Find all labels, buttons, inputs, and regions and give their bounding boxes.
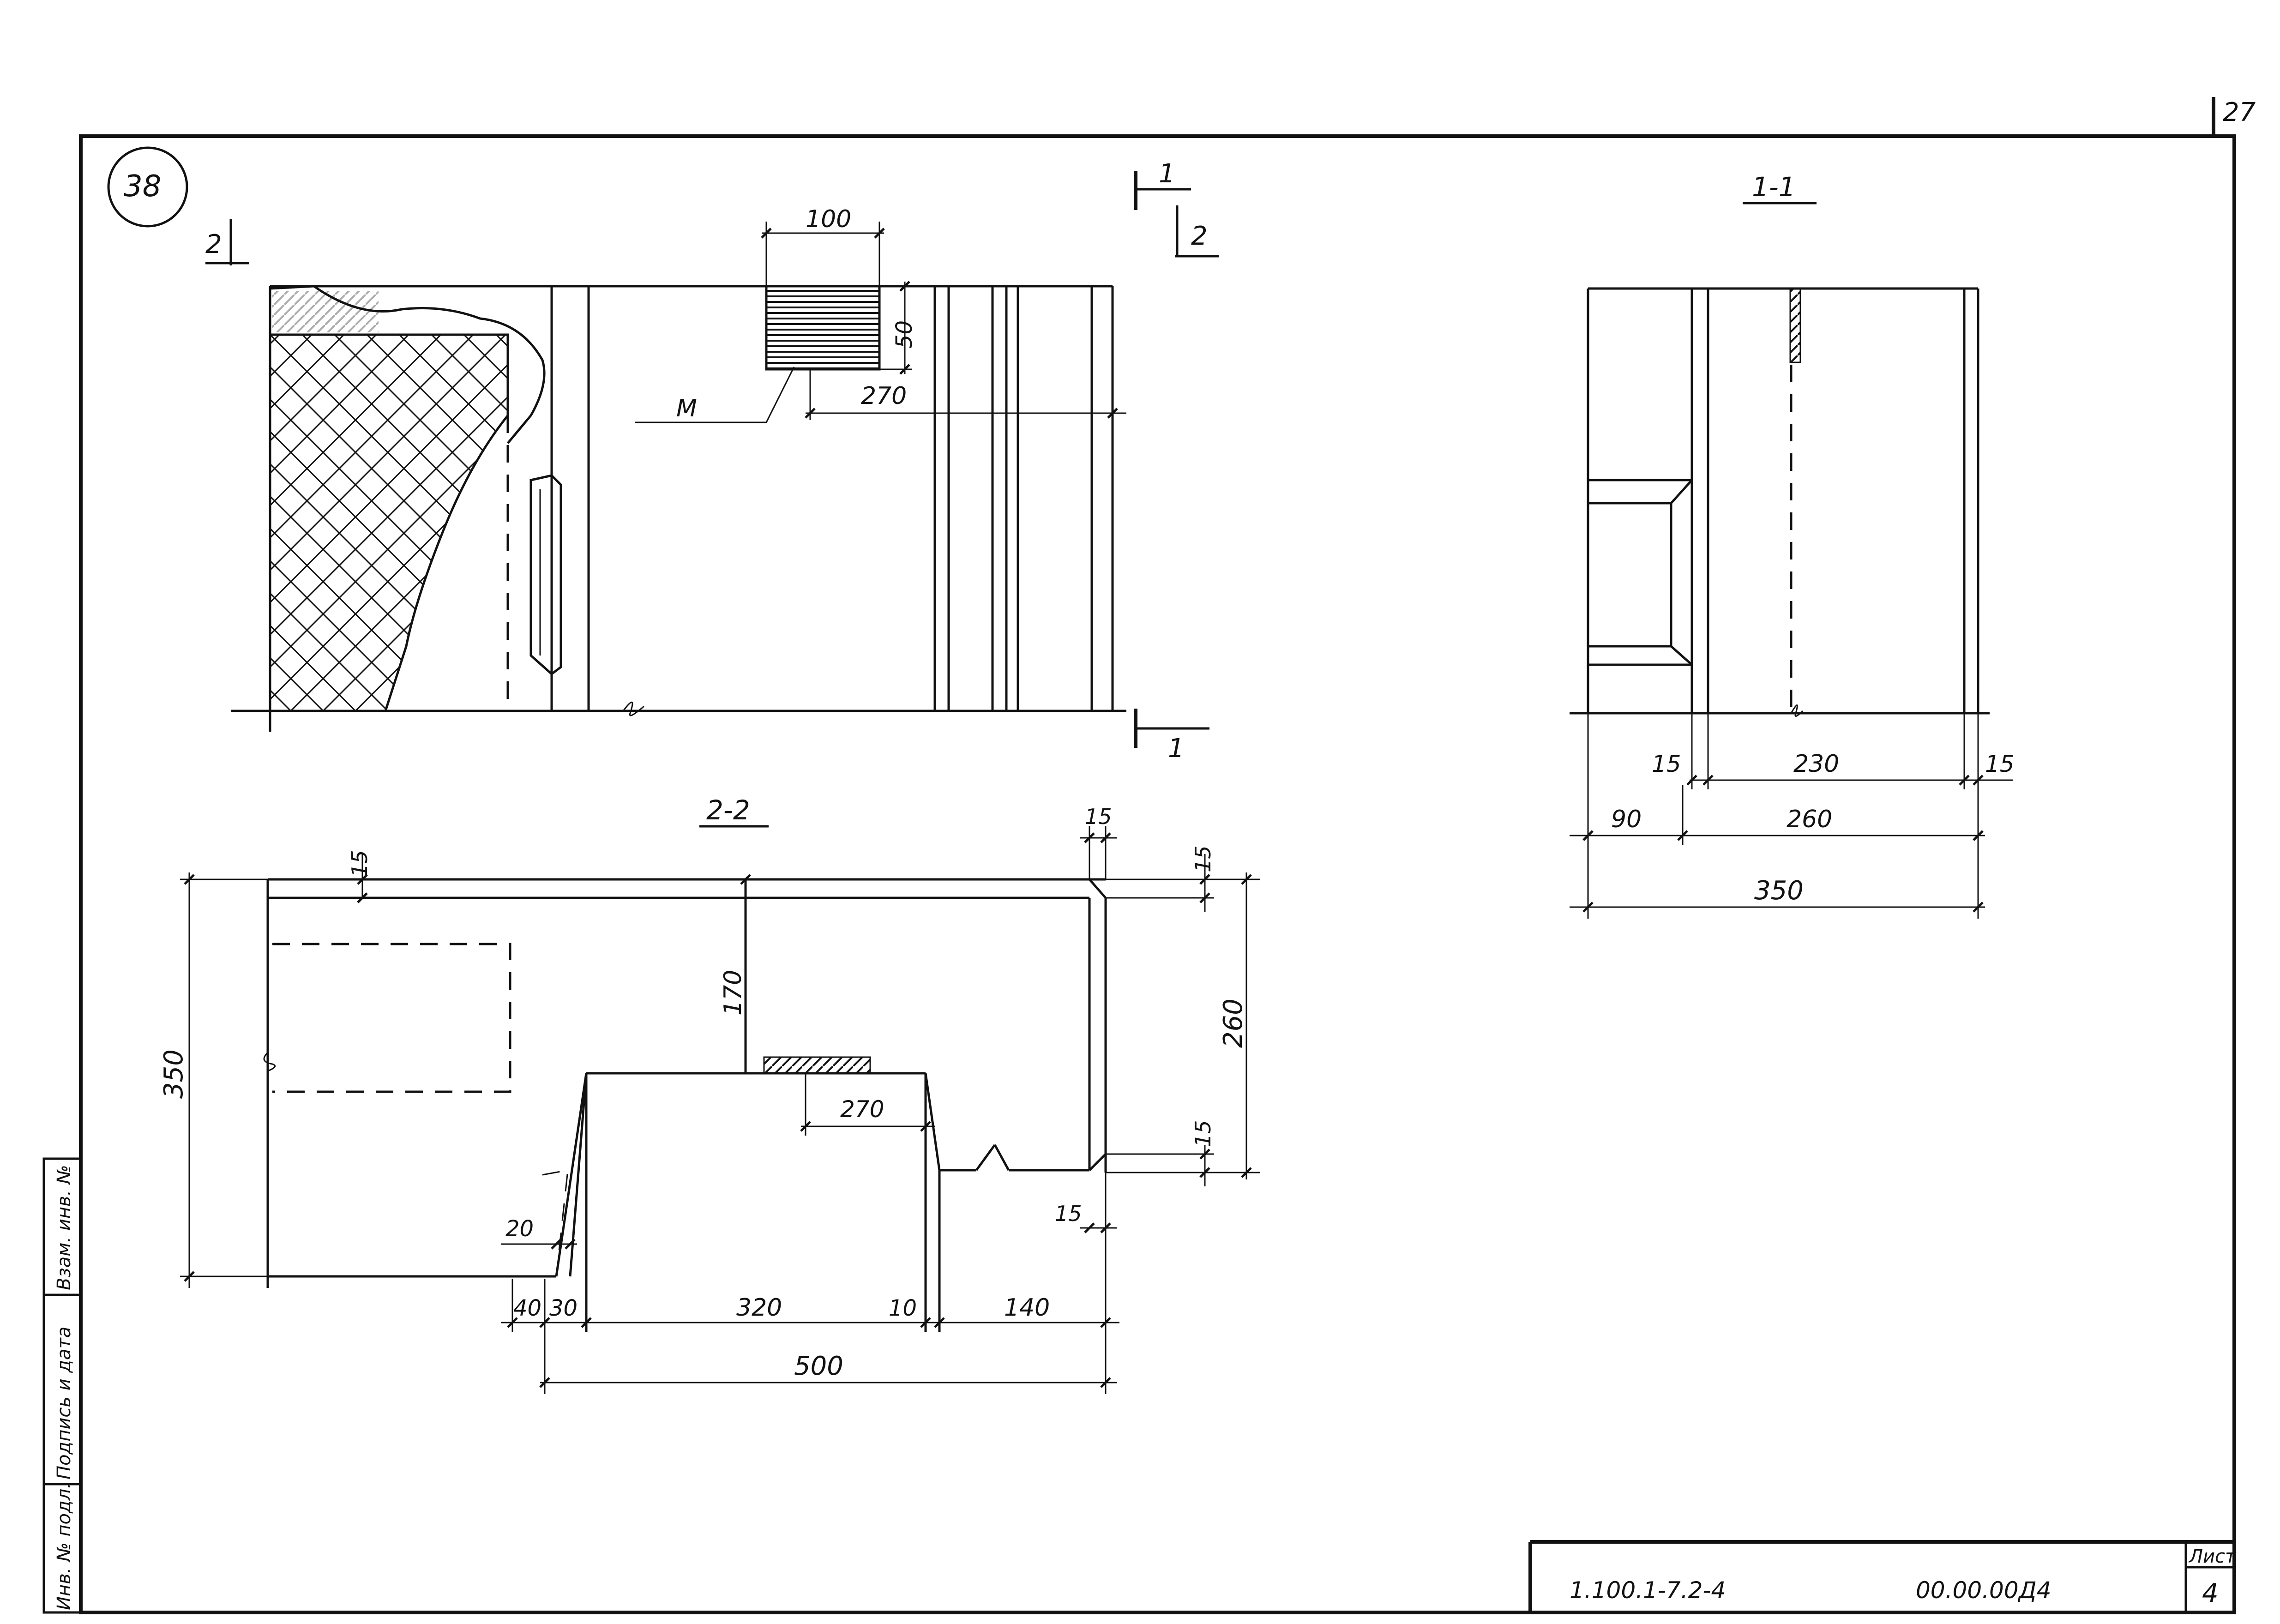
section-1-1-dim-15-right: 15: [1985, 751, 2015, 777]
section-2-2-title: 2-2: [706, 794, 750, 826]
section-2-2-dim-350: 350: [159, 1049, 189, 1099]
section-1-1: [1570, 202, 2013, 919]
section-1-1-dim-15-left: 15: [1652, 751, 1681, 777]
embedded-plate-m: [765, 285, 881, 371]
section-1-1-dim-90: 90: [1611, 806, 1642, 833]
section-2-2-dim-15-right-mid: 15: [1191, 1120, 1215, 1147]
elevation-view: [205, 171, 1219, 748]
section-1-1-title: 1-1: [1752, 171, 1796, 203]
section-mark-1-bottom: 1: [1168, 734, 1185, 764]
drawing-frame: [79, 97, 2236, 1614]
title-block-sheet-label: Лист: [2188, 1546, 2237, 1567]
elevation-dim-270: 270: [861, 382, 907, 410]
cutaway-crosshatch: [269, 333, 509, 712]
section-mark-2-right: 2: [1191, 221, 1208, 251]
section-mark-1-top: 1: [1159, 159, 1175, 189]
elevation-dim-50: 50: [891, 320, 917, 349]
elevation-dim-100: 100: [806, 205, 851, 233]
section-2-2-dim-320: 320: [736, 1294, 782, 1322]
section-2-2-dim-260: 260: [1218, 998, 1248, 1048]
side-stamp-signature-date: Подпись и дата: [54, 1327, 75, 1480]
detail-mark: [107, 146, 188, 228]
section-2-2-dim-10: 10: [889, 1295, 917, 1321]
section-1-1-dim-260: 260: [1787, 806, 1832, 833]
section-2-2-dim-270: 270: [840, 1096, 884, 1123]
section-1-1-dim-350: 350: [1754, 876, 1804, 906]
section-1-1-dim-230: 230: [1793, 750, 1839, 778]
detail-mark-number: 38: [124, 169, 161, 204]
title-block-sheet-number: 4: [2202, 1578, 2219, 1608]
section-2-2-dim-500: 500: [794, 1351, 843, 1381]
title-block-doc-number: 00.00.00Д4: [1916, 1577, 2051, 1604]
section-2-2: [180, 825, 1260, 1394]
cutaway-top-hatch: [272, 291, 379, 332]
section-2-2-dim-15-top-left: 15: [347, 850, 372, 877]
elevation-label-m: М: [676, 395, 697, 422]
door-handle: [529, 474, 562, 676]
side-stamp: Инв. № подл. Подпись и дата Взам. инв. №: [42, 1157, 82, 1614]
title-block: [1528, 1540, 2234, 1612]
section-2-2-dim-170: 170: [719, 970, 747, 1016]
section-2-2-dim-40: 40: [513, 1295, 541, 1321]
section-2-2-dim-15-top-right: 15: [1085, 804, 1112, 829]
side-stamp-inv-no: Инв. № подл.: [54, 1483, 75, 1610]
page-number: 27: [2223, 97, 2256, 127]
section-2-2-dim-15-right-top: 15: [1191, 845, 1215, 872]
section-mark-2-left: 2: [205, 229, 222, 259]
section-2-2-dim-20: 20: [505, 1216, 534, 1242]
side-stamp-replace-inv-no: Взам. инв. №: [54, 1165, 75, 1290]
title-block-code: 1.100.1-7.2-4: [1570, 1577, 1726, 1604]
section-2-2-dim-30: 30: [549, 1295, 578, 1321]
section-2-2-dim-140: 140: [1004, 1294, 1050, 1322]
section-2-2-dim-15-bottom: 15: [1055, 1201, 1082, 1226]
